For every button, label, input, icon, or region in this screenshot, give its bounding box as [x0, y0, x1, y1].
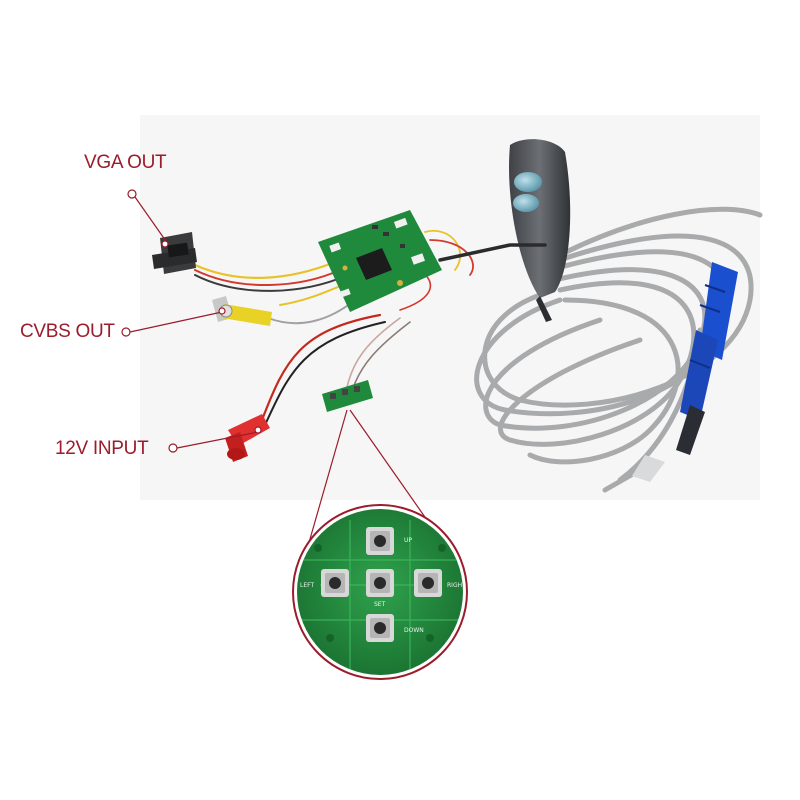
handle-button-bottom — [513, 194, 539, 212]
vga-connector — [152, 232, 197, 274]
dc-power-plug — [225, 414, 270, 462]
keypad-buttons — [321, 527, 442, 642]
silk-left: LEFT — [300, 582, 314, 589]
button-left — [321, 569, 349, 597]
main-chip — [356, 248, 392, 280]
button-set — [366, 569, 394, 597]
button-down — [366, 614, 394, 642]
keypad-board-small — [322, 380, 373, 412]
probe-clips — [632, 262, 738, 482]
silk-down: DOWN — [404, 627, 424, 634]
button-right — [414, 569, 442, 597]
silk-set: SET — [374, 601, 386, 608]
handle-button-top — [514, 172, 542, 192]
silk-right: RIGHT — [447, 582, 466, 589]
silk-up: UP — [404, 537, 412, 544]
keypad-zoom-view: UP LEFT RIGHT SET DOWN — [292, 504, 468, 680]
wiring — [193, 229, 547, 426]
button-up — [366, 527, 394, 555]
main-board — [318, 210, 442, 312]
cvbs-out-label: CVBS OUT — [20, 321, 115, 342]
endoscope-handle — [509, 139, 571, 322]
12v-input-label: 12V INPUT — [55, 438, 149, 459]
vga-out-label: VGA OUT — [84, 152, 167, 173]
